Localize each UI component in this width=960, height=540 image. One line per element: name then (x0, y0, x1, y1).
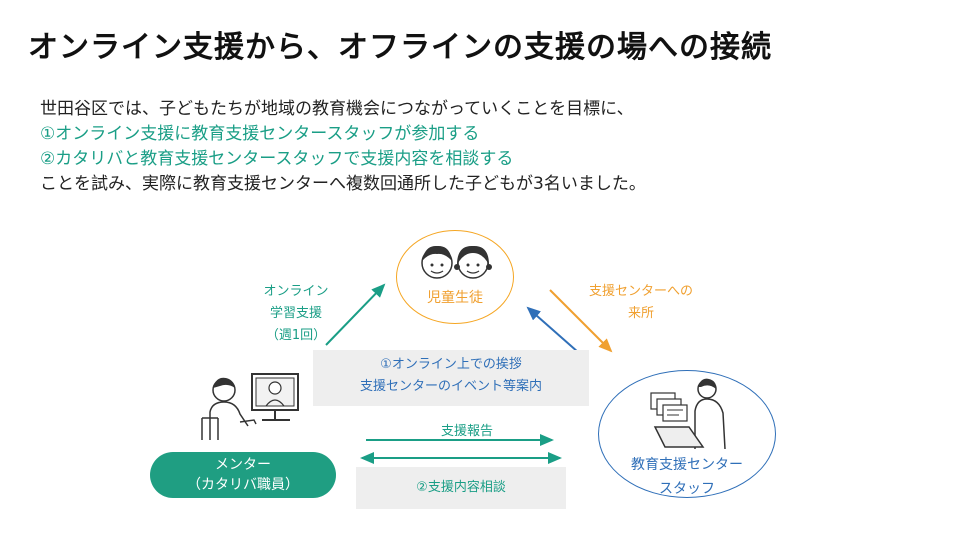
visit-label-2: 来所 (627, 306, 654, 321)
consultation-box: ②支援内容相談 (356, 467, 566, 509)
intro-line-4: ことを試み、実際に教育支援センターへ複数回通所した子どもが3名いました。 (40, 174, 646, 194)
visit-label-1: 支援センターへの (588, 284, 693, 299)
children-node: 児童生徒 (396, 230, 514, 324)
online-label-1: オンライン (263, 284, 329, 299)
children-label: 児童生徒 (427, 290, 483, 306)
online-label-2: 学習支援 (269, 306, 322, 321)
center-label: 教育支援センター スタッフ (599, 453, 775, 501)
box1-line-1: ①オンライン上での挨拶 (380, 357, 522, 372)
box1-line-2: 支援センターのイベント等案内 (359, 379, 542, 394)
mentor-node: メンター （カタリバ職員） (150, 452, 336, 498)
staff-at-laptop-icon (650, 378, 726, 450)
children-icon (421, 245, 492, 279)
intro-line-1: 世田谷区では、子どもたちが地域の教育機会につながっていくことを目標に、 (40, 99, 634, 119)
staff-participation-box: ①オンライン上での挨拶 支援センターのイベント等案内 (313, 350, 589, 406)
support-center-node: 教育支援センター スタッフ (598, 370, 776, 498)
online-support-label: オンライン 学習支援 （週1回） (244, 281, 348, 347)
page-title: オンライン支援から、オフラインの支援の場への接続 (28, 30, 772, 65)
intro-line-3: ②カタリバと教育支援センタースタッフで支援内容を相談する (40, 149, 514, 169)
center-label-1: 教育支援センター (631, 457, 743, 473)
online-support-arrow (325, 283, 386, 346)
mentor-at-computer-icon (201, 373, 299, 440)
report-label: 支援報告 (440, 424, 493, 439)
mentor-label-1: メンター (215, 457, 271, 473)
visit-label: 支援センターへの 来所 (566, 281, 716, 325)
center-label-2: スタッフ (659, 481, 715, 497)
intro-line-2: ①オンライン支援に教育支援センタースタッフが参加する (40, 124, 480, 144)
online-label-3: （週1回） (265, 328, 327, 343)
visit-arrow (549, 289, 613, 353)
mentor-label-2: （カタリバ職員） (187, 477, 299, 493)
